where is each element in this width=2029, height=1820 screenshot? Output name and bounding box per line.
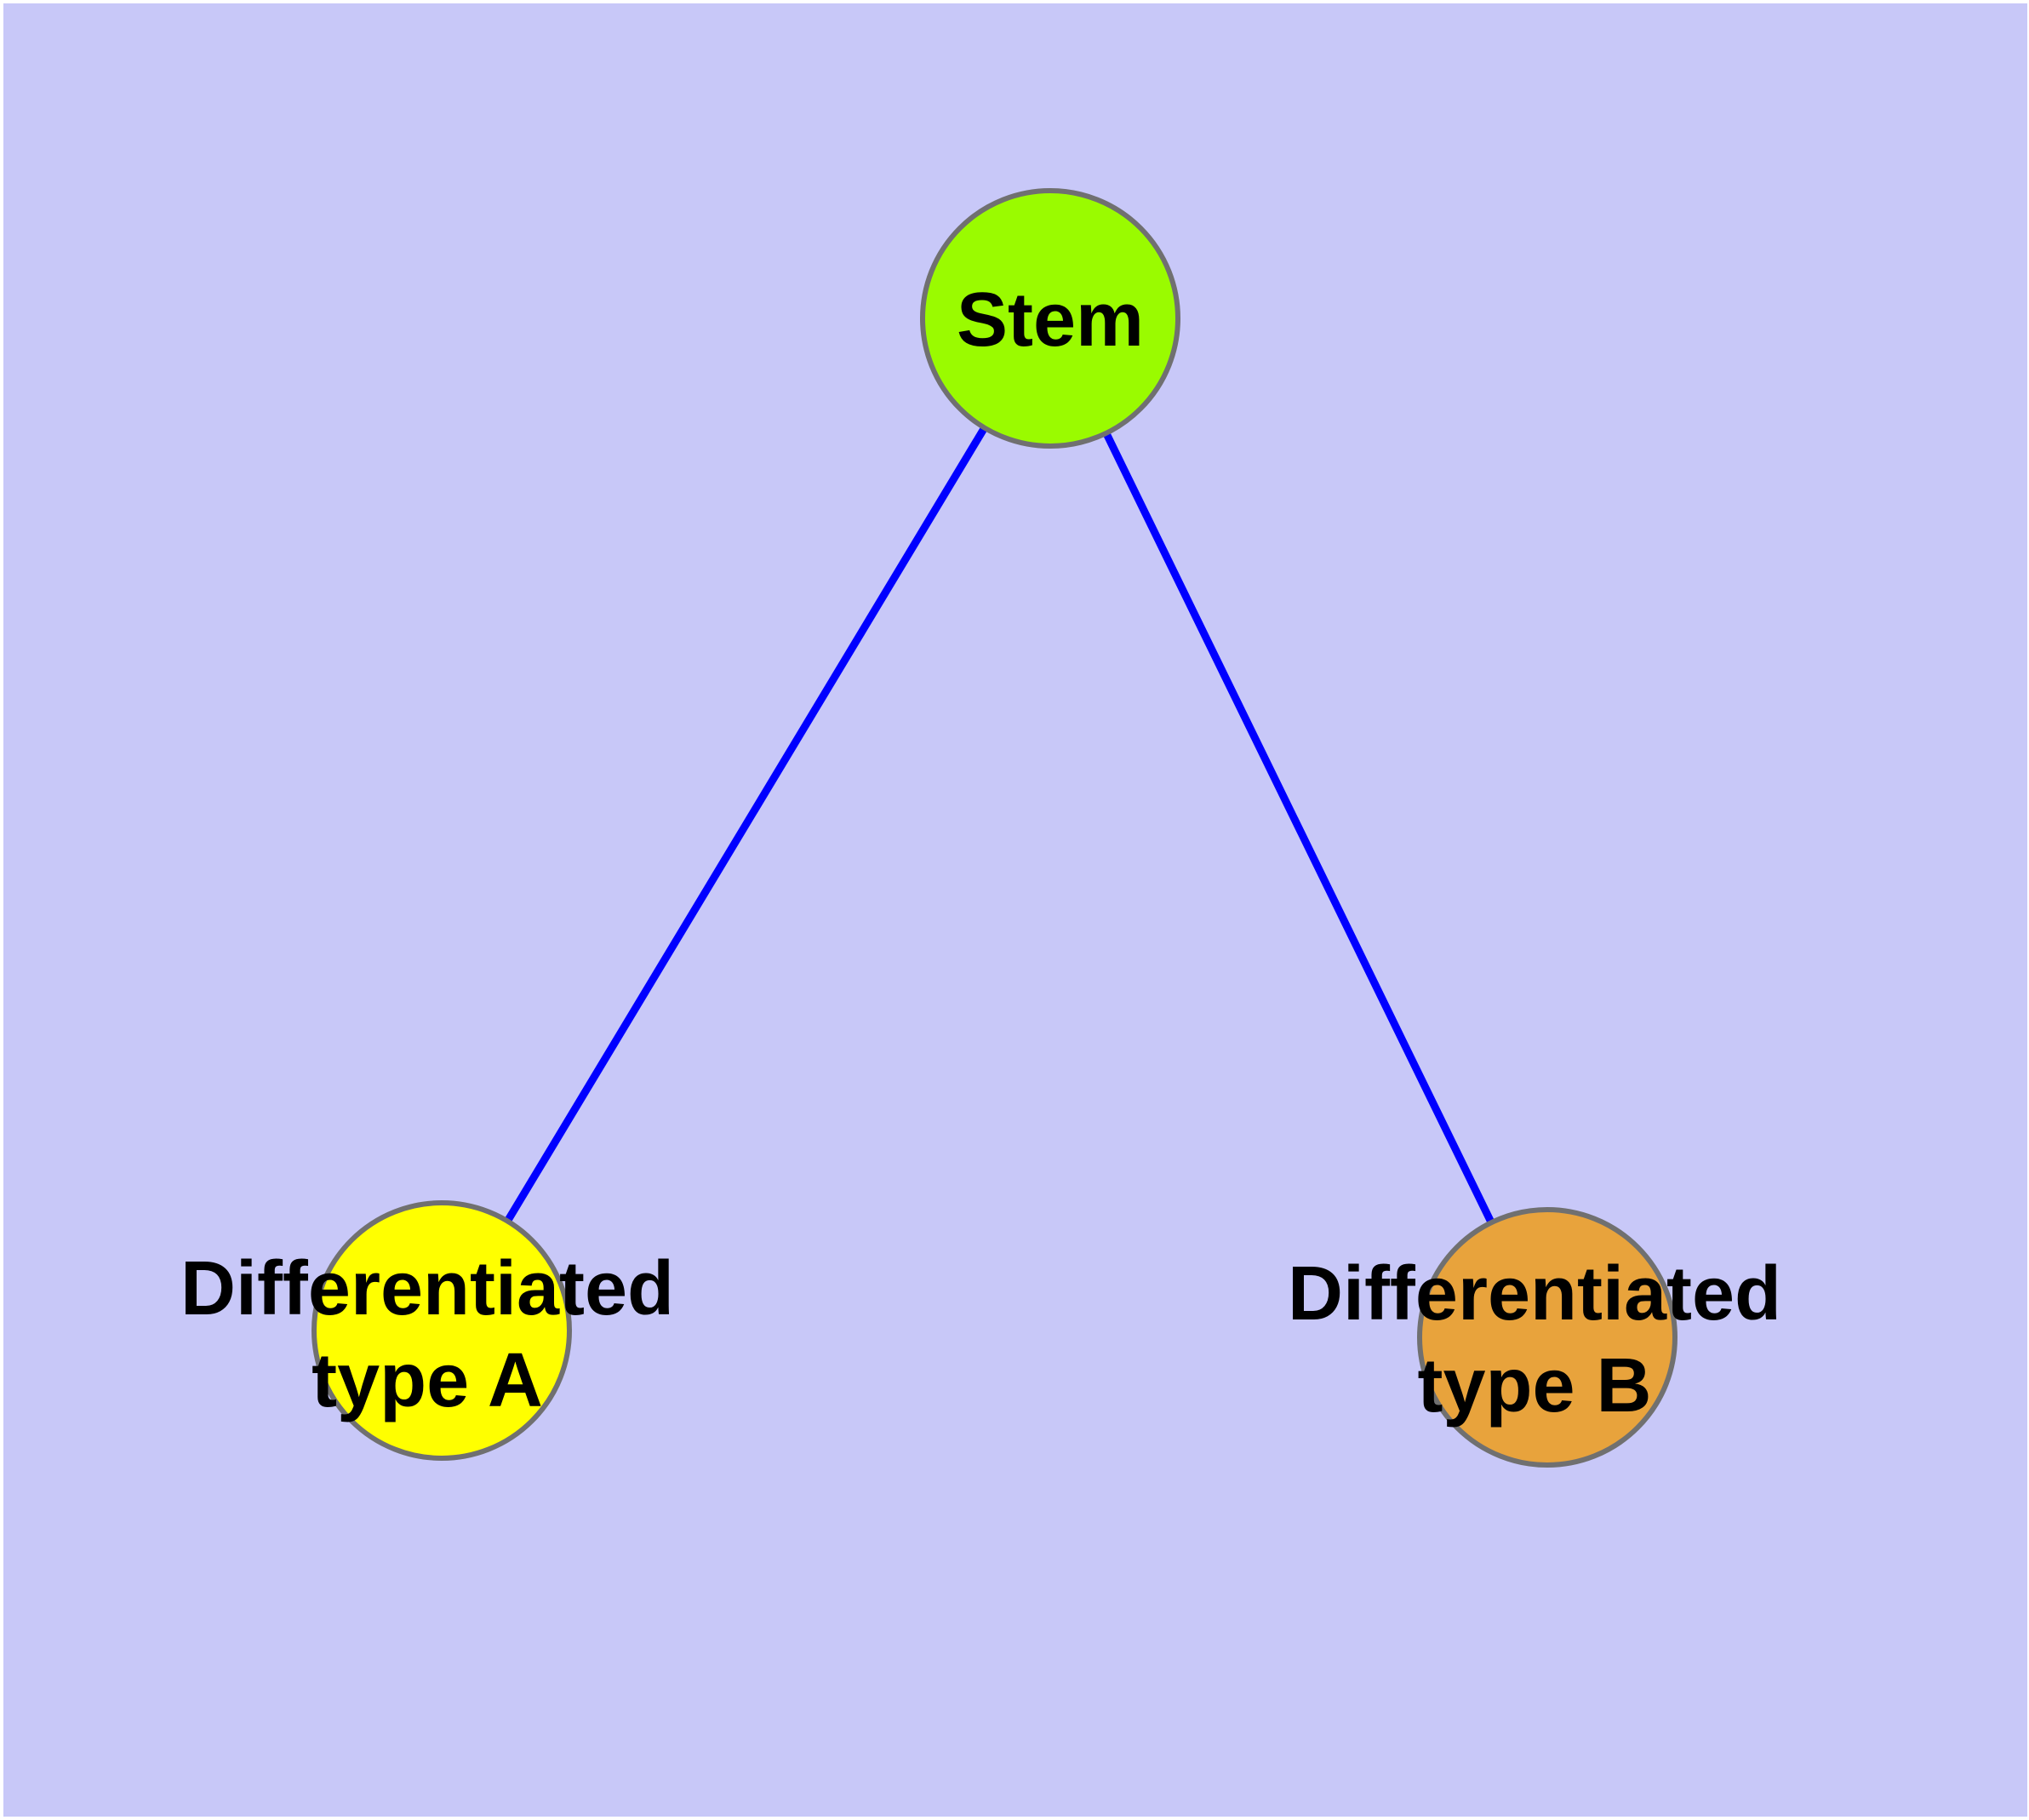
node-label-differentiated-type-b-line1: Differentiated (1288, 1251, 1781, 1336)
node-stem[interactable] (920, 188, 1180, 449)
edge-stem--differentiated-type-a[interactable] (438, 316, 1054, 1333)
node-differentiated-type-a[interactable] (311, 1200, 572, 1461)
node-label-differentiated-type-a-line2: type A (311, 1338, 543, 1423)
node-label-differentiated-type-b-line2: type B (1417, 1343, 1651, 1428)
edge-stem--differentiated-type-b[interactable] (1046, 317, 1552, 1339)
node-label-stem: Stem (957, 278, 1144, 363)
node-differentiated-type-b[interactable] (1417, 1207, 1677, 1468)
node-label-differentiated-type-a-line1: Differentiated (180, 1246, 674, 1331)
